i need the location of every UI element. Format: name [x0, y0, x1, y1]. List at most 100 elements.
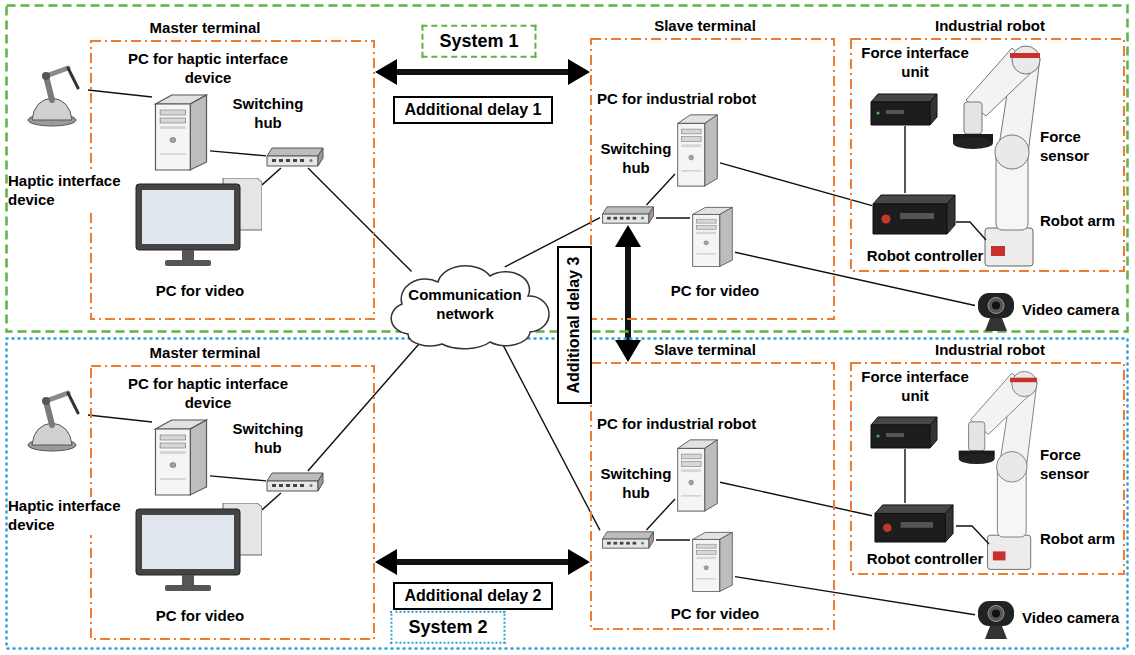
network-cable — [646, 174, 675, 205]
network-cable — [646, 499, 675, 530]
terminal-outline — [90, 365, 375, 640]
robot-arm-2 — [959, 371, 1037, 569]
terminal-border — [91, 366, 374, 639]
terminal-border — [851, 39, 1124, 271]
delay-label: Additional delay 1 — [405, 100, 542, 120]
delay-arrow — [383, 69, 582, 75]
force-interface-unit: Force interface unit — [870, 415, 938, 449]
system-label: System 1 — [421, 25, 536, 58]
haptic-picture — [28, 393, 78, 451]
fiu-picture — [871, 94, 937, 125]
device-label: Switching hub — [228, 420, 308, 458]
device-label: PC for industrial robot — [597, 415, 756, 434]
hub-icon — [600, 530, 656, 550]
device-label: PC for video — [671, 605, 759, 624]
device-label: Video camera — [1022, 609, 1119, 628]
device-label: Haptic interface device — [8, 497, 126, 535]
pc-tower: PC for industrial robot — [675, 112, 720, 188]
device-label: Video camera — [1022, 301, 1119, 320]
pc-tower: PC for industrial robot — [675, 437, 720, 513]
device-label: Haptic interface device — [8, 172, 126, 210]
cloud-shape — [391, 266, 549, 349]
camera-icon — [975, 596, 1017, 640]
terminal-border — [591, 363, 834, 629]
haptic-device: Haptic interface device — [18, 383, 88, 453]
camera-picture — [978, 601, 1014, 639]
delay-box: Additional delay 3 — [557, 246, 592, 404]
device-label: PC for video — [671, 282, 759, 301]
terminal-box: Slave terminalPC for industrial robotSwi… — [590, 38, 835, 320]
hub-picture — [267, 473, 323, 491]
monitor-picture — [136, 503, 262, 591]
tower-picture — [155, 95, 206, 170]
part-label: Robot arm — [1040, 212, 1115, 231]
fiu-icon — [870, 92, 938, 126]
delay-label: Additional delay 3 — [564, 257, 584, 394]
hub-picture — [603, 532, 654, 548]
ctrl-picture — [873, 195, 955, 234]
hub-picture — [267, 148, 323, 166]
part-label: Force sensor — [1040, 128, 1100, 166]
box-heading: Industrial robot — [935, 17, 1045, 36]
switching-hub: Switching hub — [600, 205, 656, 225]
box-heading: Industrial robot — [935, 341, 1045, 360]
tower-icon — [675, 112, 720, 188]
monitor-picture — [136, 178, 262, 266]
robot-controller: Robot controller — [872, 503, 956, 543]
device-label: PC for video — [156, 607, 244, 626]
video-camera: Video camera — [975, 596, 1017, 640]
monitor-icon — [135, 178, 262, 268]
tower-picture — [155, 420, 206, 495]
device-label: Switching hub — [597, 140, 675, 178]
cloud-label: Communication network — [399, 286, 531, 324]
network-cable — [720, 482, 872, 516]
terminal-box: Slave terminalPC for industrial robotSwi… — [590, 362, 835, 630]
pc-tower: PC for haptic interface device — [152, 92, 210, 172]
video-pc: PC for video — [690, 530, 735, 593]
hub-icon — [266, 471, 324, 493]
terminal-box: Master terminalPC for haptic interface d… — [90, 40, 375, 320]
delay-box: Additional delay 2 — [393, 582, 554, 610]
hub-icon — [266, 146, 324, 168]
switching-hub: Switching hub — [266, 146, 324, 168]
network-cloud: Communication network — [380, 262, 550, 348]
system-label: System 2 — [390, 611, 505, 644]
network-cable — [656, 539, 690, 540]
terminal-border — [591, 39, 834, 319]
network-cable — [210, 476, 266, 481]
delay-label: Additional delay 2 — [405, 586, 542, 606]
delay-box: Additional delay 1 — [393, 96, 554, 124]
ctrl-icon — [872, 193, 956, 235]
device-label: Force interface unit — [855, 368, 975, 406]
device-label: PC for industrial robot — [597, 90, 756, 109]
device-label: Force interface unit — [855, 44, 975, 82]
tower-icon — [152, 92, 210, 172]
ctrl-picture — [875, 505, 953, 542]
network-cable — [308, 342, 421, 471]
tower-icon — [152, 417, 210, 497]
device-label: PC for haptic interface device — [122, 50, 294, 88]
robot-cable — [956, 222, 986, 240]
switching-hub: Switching hub — [266, 471, 324, 493]
video-pc: PC for video — [135, 178, 262, 268]
network-cable — [308, 168, 412, 272]
video-pc: PC for video — [135, 503, 262, 593]
part-label: Robot arm — [1040, 530, 1115, 549]
haptic-icon — [18, 58, 88, 128]
camera-picture — [978, 293, 1014, 331]
network-cable — [904, 126, 905, 193]
robot-controller: Robot controller — [872, 193, 956, 235]
network-cable — [735, 577, 975, 615]
haptic-icon — [18, 383, 88, 453]
network-cable — [720, 163, 872, 206]
switching-hub: Switching hub — [600, 530, 656, 550]
network-cable — [88, 415, 152, 422]
device-label: Switching hub — [228, 95, 308, 133]
part-label: Force sensor — [1040, 446, 1100, 484]
tower-icon — [690, 205, 735, 268]
video-camera: Video camera — [975, 288, 1017, 332]
network-cable — [210, 151, 266, 156]
device-label: Robot controller — [867, 550, 984, 569]
fiu-picture — [871, 417, 937, 448]
